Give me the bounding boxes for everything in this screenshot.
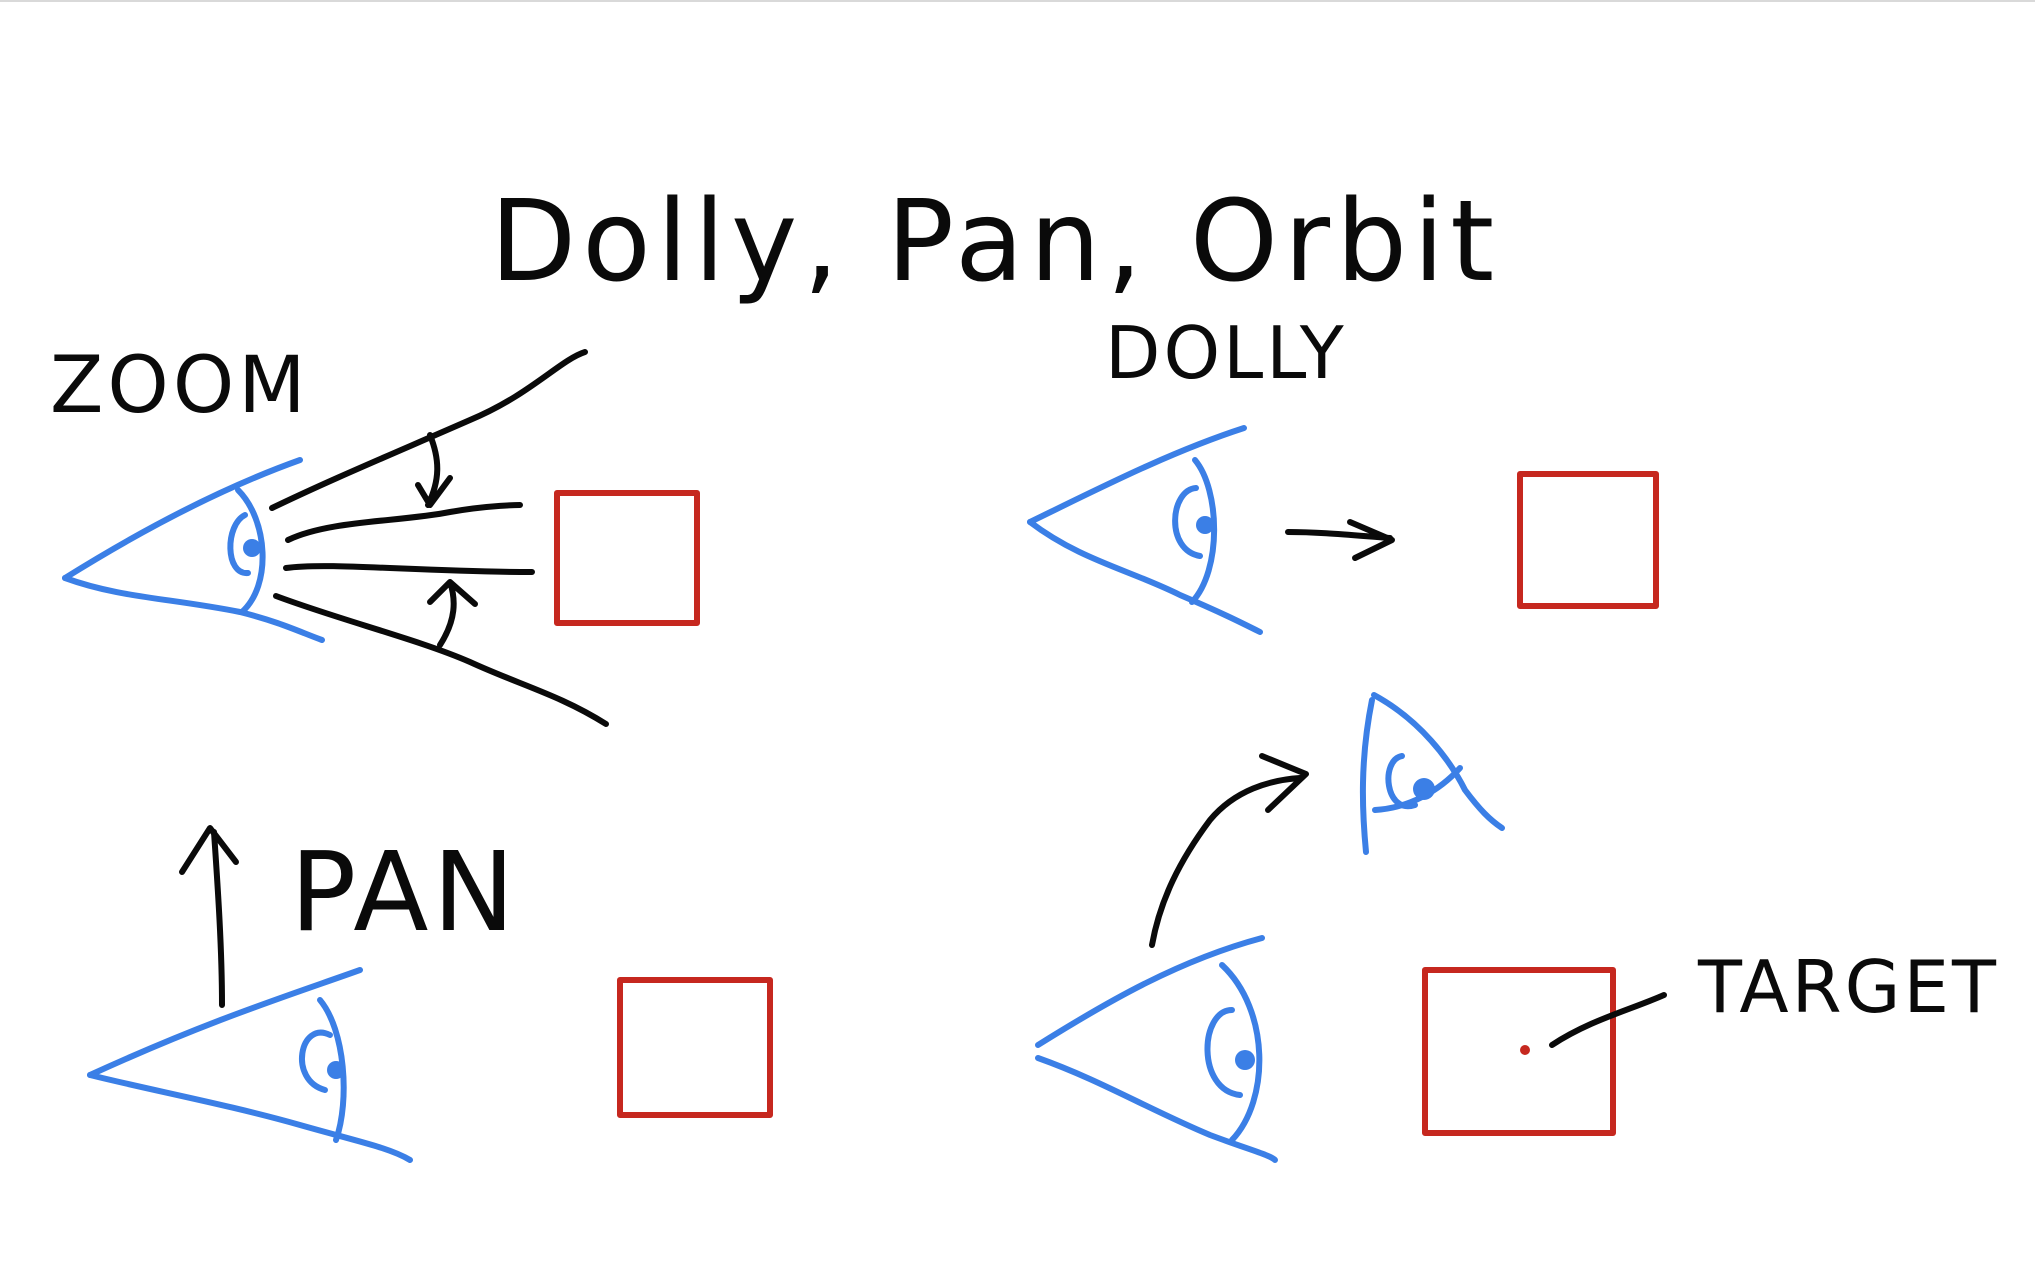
pan-object-square-icon [617, 977, 773, 1118]
page-title: Dolly, Pan, Orbit [490, 177, 1500, 307]
target-label: TARGET [1697, 945, 1999, 1029]
orbit-object-square-icon [1422, 967, 1616, 1136]
target-point [1520, 1045, 1530, 1055]
orbit-panel: TARGET [1035, 692, 1999, 1163]
orbit-moved-camera-eye-icon [1359, 692, 1505, 855]
orbit-camera-eye-icon [1035, 935, 1278, 1163]
pan-label: PAN [290, 828, 519, 956]
up-arrow-icon [179, 825, 239, 1008]
dolly-label: DOLLY [1105, 311, 1347, 395]
dolly-camera-eye-icon [1027, 425, 1263, 635]
target-leader-line [1549, 992, 1667, 1048]
zoom-label: ZOOM [50, 341, 310, 431]
orbit-arrow-icon [1149, 753, 1309, 948]
zoom-fov-lines [269, 349, 609, 727]
pan-camera-eye-icon [87, 967, 413, 1163]
top-border [0, 0, 2035, 2]
forward-arrow-icon [1285, 519, 1395, 561]
zoom-panel: ZOOM [50, 341, 700, 727]
zoom-camera-eye-icon [62, 457, 325, 643]
dolly-panel: DOLLY [1027, 311, 1659, 635]
zoom-object-square-icon [554, 490, 700, 626]
dolly-object-square-icon [1517, 471, 1659, 609]
pan-panel: PAN [87, 825, 773, 1163]
